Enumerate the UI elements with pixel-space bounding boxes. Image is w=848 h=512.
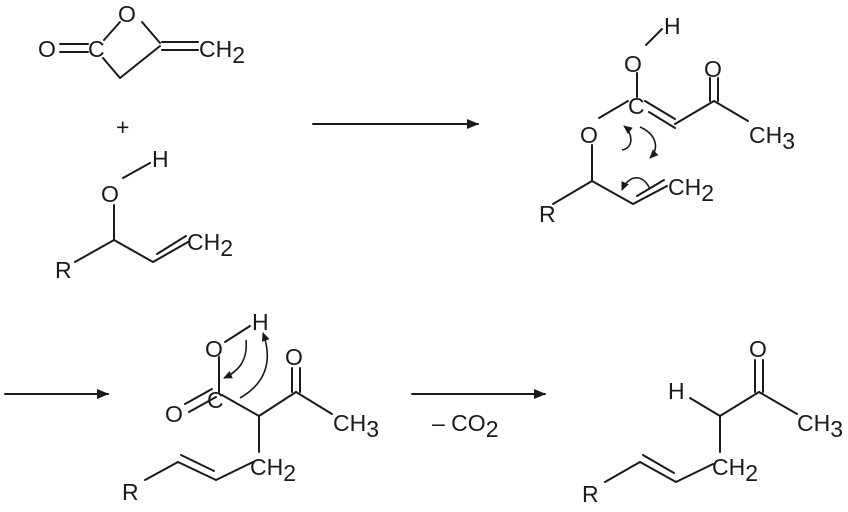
diketene-ch2: CH2 [199,36,245,68]
int2-h: H [252,309,269,335]
int1-o-enol: O [624,51,642,77]
diketene-o-ring: O [118,1,136,27]
allyl-alcohol: H O R CH2 [55,146,233,283]
intermediate-enol-ester: H O C O CH3 O R CH2 [539,13,795,227]
int2-c: C [207,387,224,413]
int1-o-ester: O [580,122,598,148]
product-ch3: CH3 [797,410,843,442]
int1-h: H [664,13,681,39]
int1-ch2: CH2 [668,174,714,206]
allyl-o: O [101,181,119,207]
allyl-h: H [152,146,169,172]
allyl-ch2: CH2 [187,229,233,261]
int2-o-ketone: O [285,344,303,370]
diketene: O C O CH2 [38,1,245,79]
curved-arrow-2 [639,126,659,159]
diketene-o-carbonyl: O [38,36,56,62]
allyl-r: R [55,257,72,283]
int2-ch2: CH2 [250,454,296,486]
curved-arrow-3 [621,177,651,191]
int1-r: R [539,201,556,227]
curved-arrow-4 [223,339,247,379]
curved-arrow-1 [621,125,633,151]
curved-arrow-5 [239,332,270,399]
int2-ch3: CH3 [333,410,379,442]
product-ketone: H O CH3 CH2 R [582,336,843,507]
int1-o-ketone: O [704,56,722,82]
int2-o-carbonyl: O [165,401,183,427]
plus-sign: + [116,114,129,140]
int1-ch3: CH3 [749,122,795,154]
int2-r: R [122,479,139,505]
product-r: R [582,481,599,507]
int1-c: C [628,93,645,119]
intermediate-keto-acid: H O O C O CH3 CH2 R [122,309,379,505]
diketene-c: C [88,36,105,62]
product-h: H [668,378,685,404]
product-ch2: CH2 [712,454,758,486]
int2-o-hydroxyl: O [205,336,223,362]
product-o-ketone: O [749,336,767,362]
decarboxylation-label: – CO2 [432,410,498,442]
